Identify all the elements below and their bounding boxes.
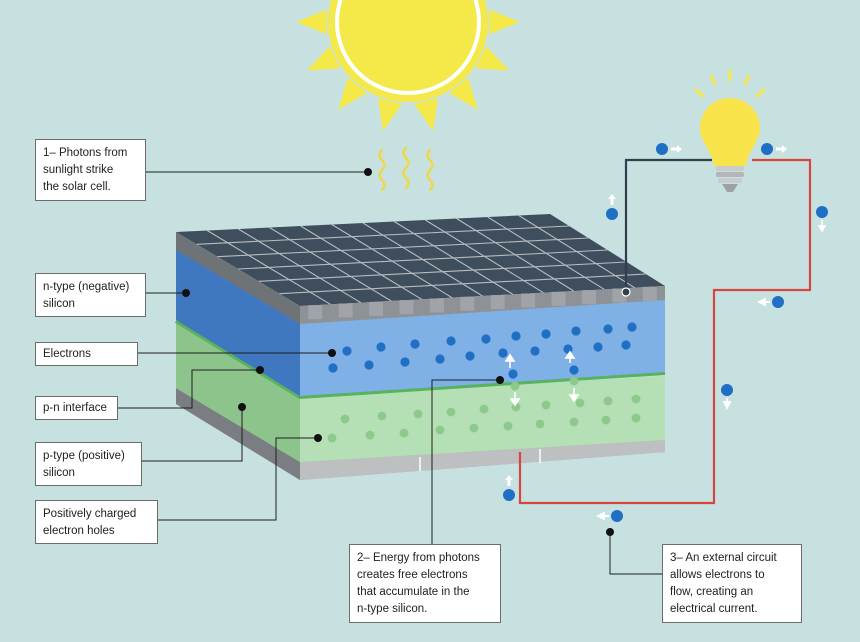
sun-icon [296, 0, 520, 132]
light-bulb-icon [694, 69, 766, 192]
electron-dots [328, 322, 637, 379]
positive-wire [518, 158, 812, 505]
external-circuit [518, 158, 812, 505]
label-energy-from-photons: 2– Energy from photons creates free elec… [349, 544, 501, 623]
electron-hole-dots [327, 376, 641, 443]
label-p-type-silicon: p-type (positive) silicon [35, 442, 142, 486]
leader-lines [118, 171, 662, 575]
label-photons: 1– Photons from sunlight strike the sola… [35, 139, 146, 201]
label-external-circuit: 3– An external circuit allows electrons … [662, 544, 802, 623]
negative-wire [624, 158, 712, 292]
p-n-interface-line [174, 319, 666, 400]
label-p-n-interface: p-n interface [35, 396, 118, 420]
label-electron-holes: Positively charged electron holes [35, 500, 158, 544]
solar-panel-surface [176, 214, 665, 324]
solar-cell-block [174, 214, 666, 480]
label-electrons: Electrons [35, 342, 138, 366]
label-n-type-silicon: n-type (negative) silicon [35, 273, 146, 317]
charge-movement-arrows [504, 350, 580, 407]
leader-dots [182, 168, 614, 536]
circuit-electrons [503, 143, 828, 522]
photon-rays-icon [378, 146, 434, 192]
